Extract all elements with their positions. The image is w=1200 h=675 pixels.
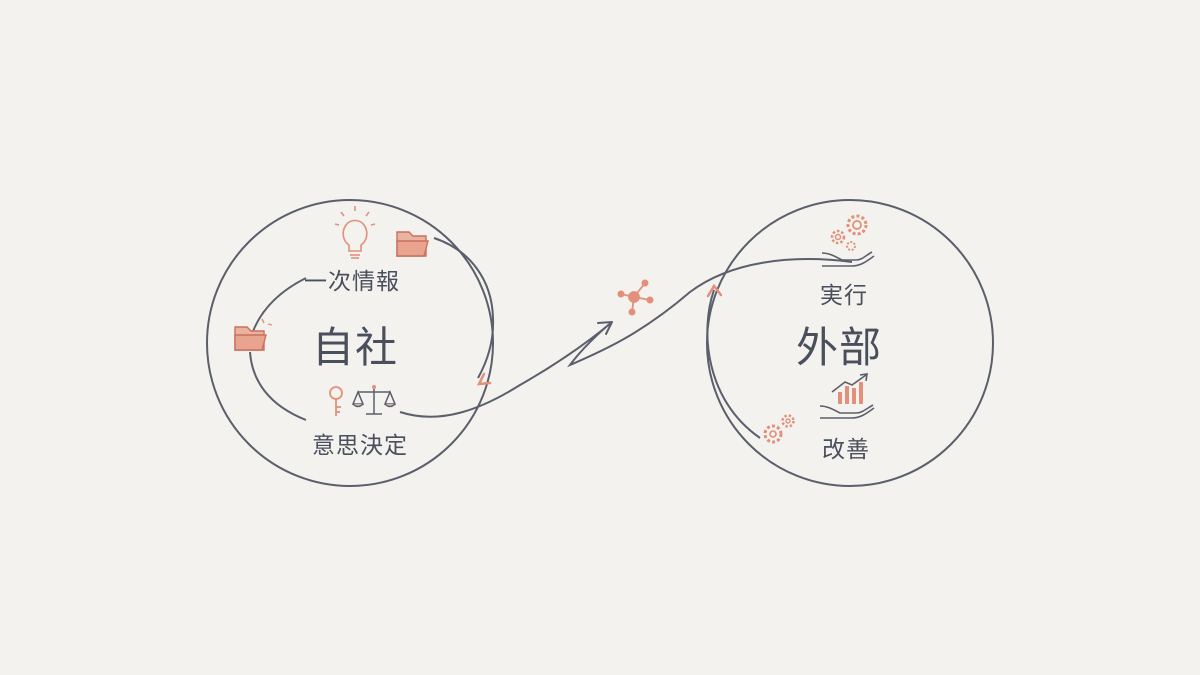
left-label-top: 一次情報: [304, 269, 400, 295]
left-title: 自社: [312, 323, 399, 372]
balance-scale-icon: [351, 385, 397, 415]
right-title: 外部: [796, 323, 883, 372]
connector-line: [399, 258, 853, 418]
growth-chart-hand-icon: [819, 373, 875, 419]
left-circle: [206, 199, 494, 487]
left-inner-arc-right: [433, 237, 495, 379]
lightbulb-icon: [334, 206, 376, 259]
right-label-top: 実行: [820, 283, 868, 309]
left-inner-arc-bottom: [249, 351, 307, 421]
network-node-icon: [617, 279, 654, 316]
gears-hand-icon: [821, 214, 875, 267]
left-label-bottom: 意思決定: [312, 433, 408, 459]
folder-icon: [396, 231, 429, 257]
connector-arrowhead-mid: [597, 321, 613, 335]
right-label-bottom: 改善: [822, 437, 870, 463]
left-arrowhead: [476, 372, 492, 386]
folder-icon-left: [234, 318, 273, 351]
key-icon: [329, 386, 343, 416]
right-arrowhead: [706, 283, 723, 298]
right-inner-arc: [706, 289, 761, 439]
gear-icon: [763, 414, 795, 444]
